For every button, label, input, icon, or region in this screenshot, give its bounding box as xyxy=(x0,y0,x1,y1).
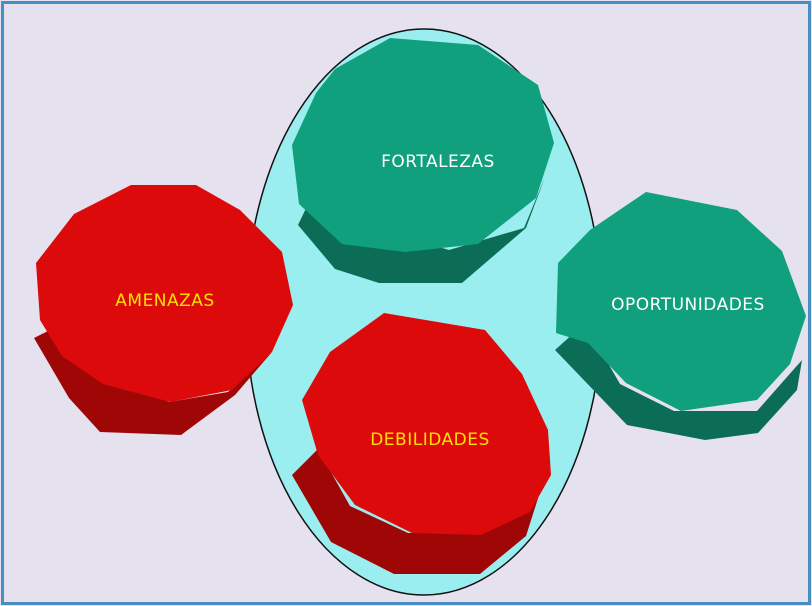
amenazas-block: AMENAZAS xyxy=(34,185,293,435)
oportunidades-label: OPORTUNIDADES xyxy=(611,295,765,315)
oportunidades-block-face xyxy=(556,192,806,411)
fortalezas-block-face xyxy=(292,38,554,252)
debilidades-block-face xyxy=(302,313,551,535)
fortalezas-label: FORTALEZAS xyxy=(381,152,495,172)
amenazas-block-face xyxy=(36,185,293,402)
fortalezas-block-side xyxy=(298,173,545,283)
debilidades-block-side xyxy=(292,449,540,574)
debilidades-label: DEBILIDADES xyxy=(370,430,490,450)
fortalezas-block: FORTALEZAS xyxy=(292,38,554,283)
oportunidades-block-side xyxy=(555,323,802,440)
debilidades-block: DEBILIDADES xyxy=(292,313,551,574)
amenazas-label: AMENAZAS xyxy=(115,291,214,311)
oportunidades-block: OPORTUNIDADES xyxy=(555,192,806,440)
amenazas-block-side xyxy=(34,320,272,435)
